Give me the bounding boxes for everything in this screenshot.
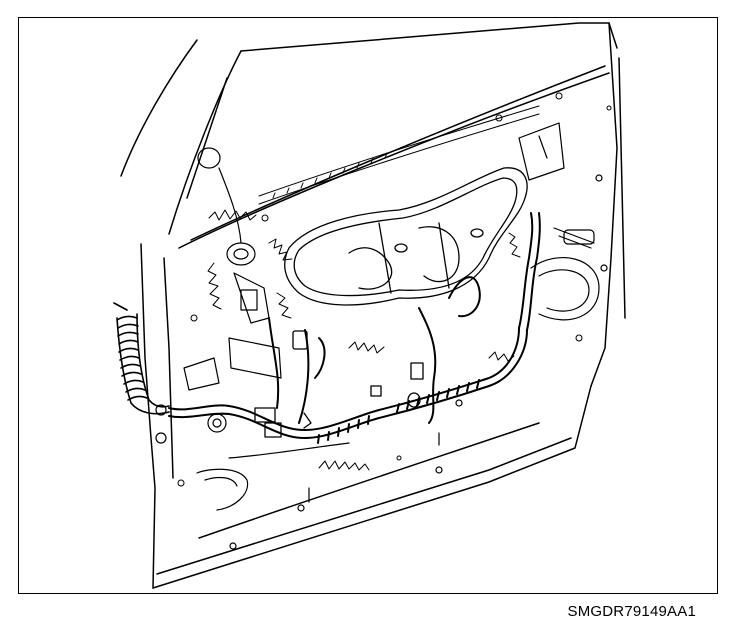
wiring-harness [168,212,541,444]
door-wiring-illustration [113,22,626,589]
figure-id-label: SMGDR79149AA1 [567,603,696,620]
harness-grommet-boot [113,302,170,415]
door-panel-outline [120,22,626,589]
belt-line-molding [258,105,540,205]
panel-fasteners [177,92,612,487]
door-lock-assembly [155,147,282,444]
window-regulator-cutout [284,167,528,306]
cutaway-torn-edges [207,209,521,471]
harness-connectors [254,330,424,438]
lower-panel-details [196,432,443,550]
window-motor [455,122,608,407]
figure-frame [18,17,718,594]
